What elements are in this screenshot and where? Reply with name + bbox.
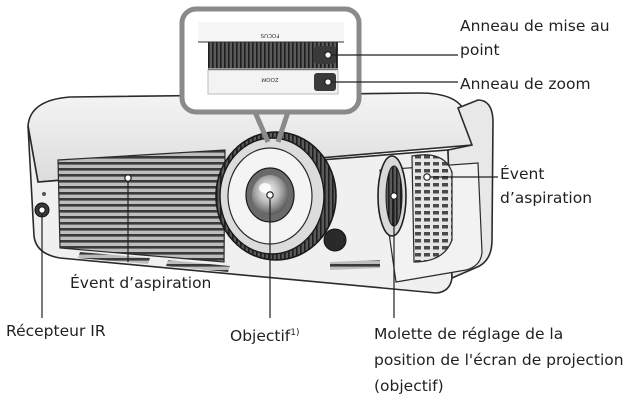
focus-ring-label: Anneau de mise au point [460, 14, 610, 62]
lens-assembly [215, 131, 337, 261]
lens-footnote-marker: 1) [290, 328, 300, 338]
ir-receiver-label: Récepteur IR [6, 319, 106, 343]
ir-receiver-label-text: Récepteur IR [6, 322, 106, 340]
side-vent-label-line2: d’aspiration [500, 189, 593, 207]
lens-shift-label-line1: Molette de réglage de la [374, 325, 564, 343]
lens-shift-label-line3: (objectif) [374, 377, 444, 395]
front-vent [57, 149, 226, 263]
zoom-ring-label-text: Anneau de zoom [460, 75, 591, 93]
side-vent-label: Évent d’aspiration [500, 162, 592, 210]
lens-label-text: Objectif [230, 327, 291, 345]
inset-focus-text: FOCUS [260, 32, 279, 38]
front-vent-label: Évent d’aspiration [70, 271, 211, 295]
side-vent [411, 154, 453, 263]
side-vent-label-line1: Évent [500, 165, 545, 183]
focus-ring-label-line2: point [460, 41, 500, 59]
focus-ring-label-line1: Anneau de mise au [460, 17, 610, 35]
front-vent-label-text: Évent d’aspiration [70, 274, 212, 292]
lens-label: Objectif1) [230, 321, 300, 348]
front-button [323, 228, 347, 252]
lens-shift-label-line2: position de l'écran de projection [374, 351, 624, 369]
zoom-ring-label: Anneau de zoom [460, 72, 591, 96]
lens-shift-label: Molette de réglage de la position de l'é… [374, 321, 624, 399]
leader-lines [38, 51, 498, 318]
inset-zoom-text: ZOOM [261, 76, 278, 82]
lens-ring-inset [179, 6, 362, 115]
